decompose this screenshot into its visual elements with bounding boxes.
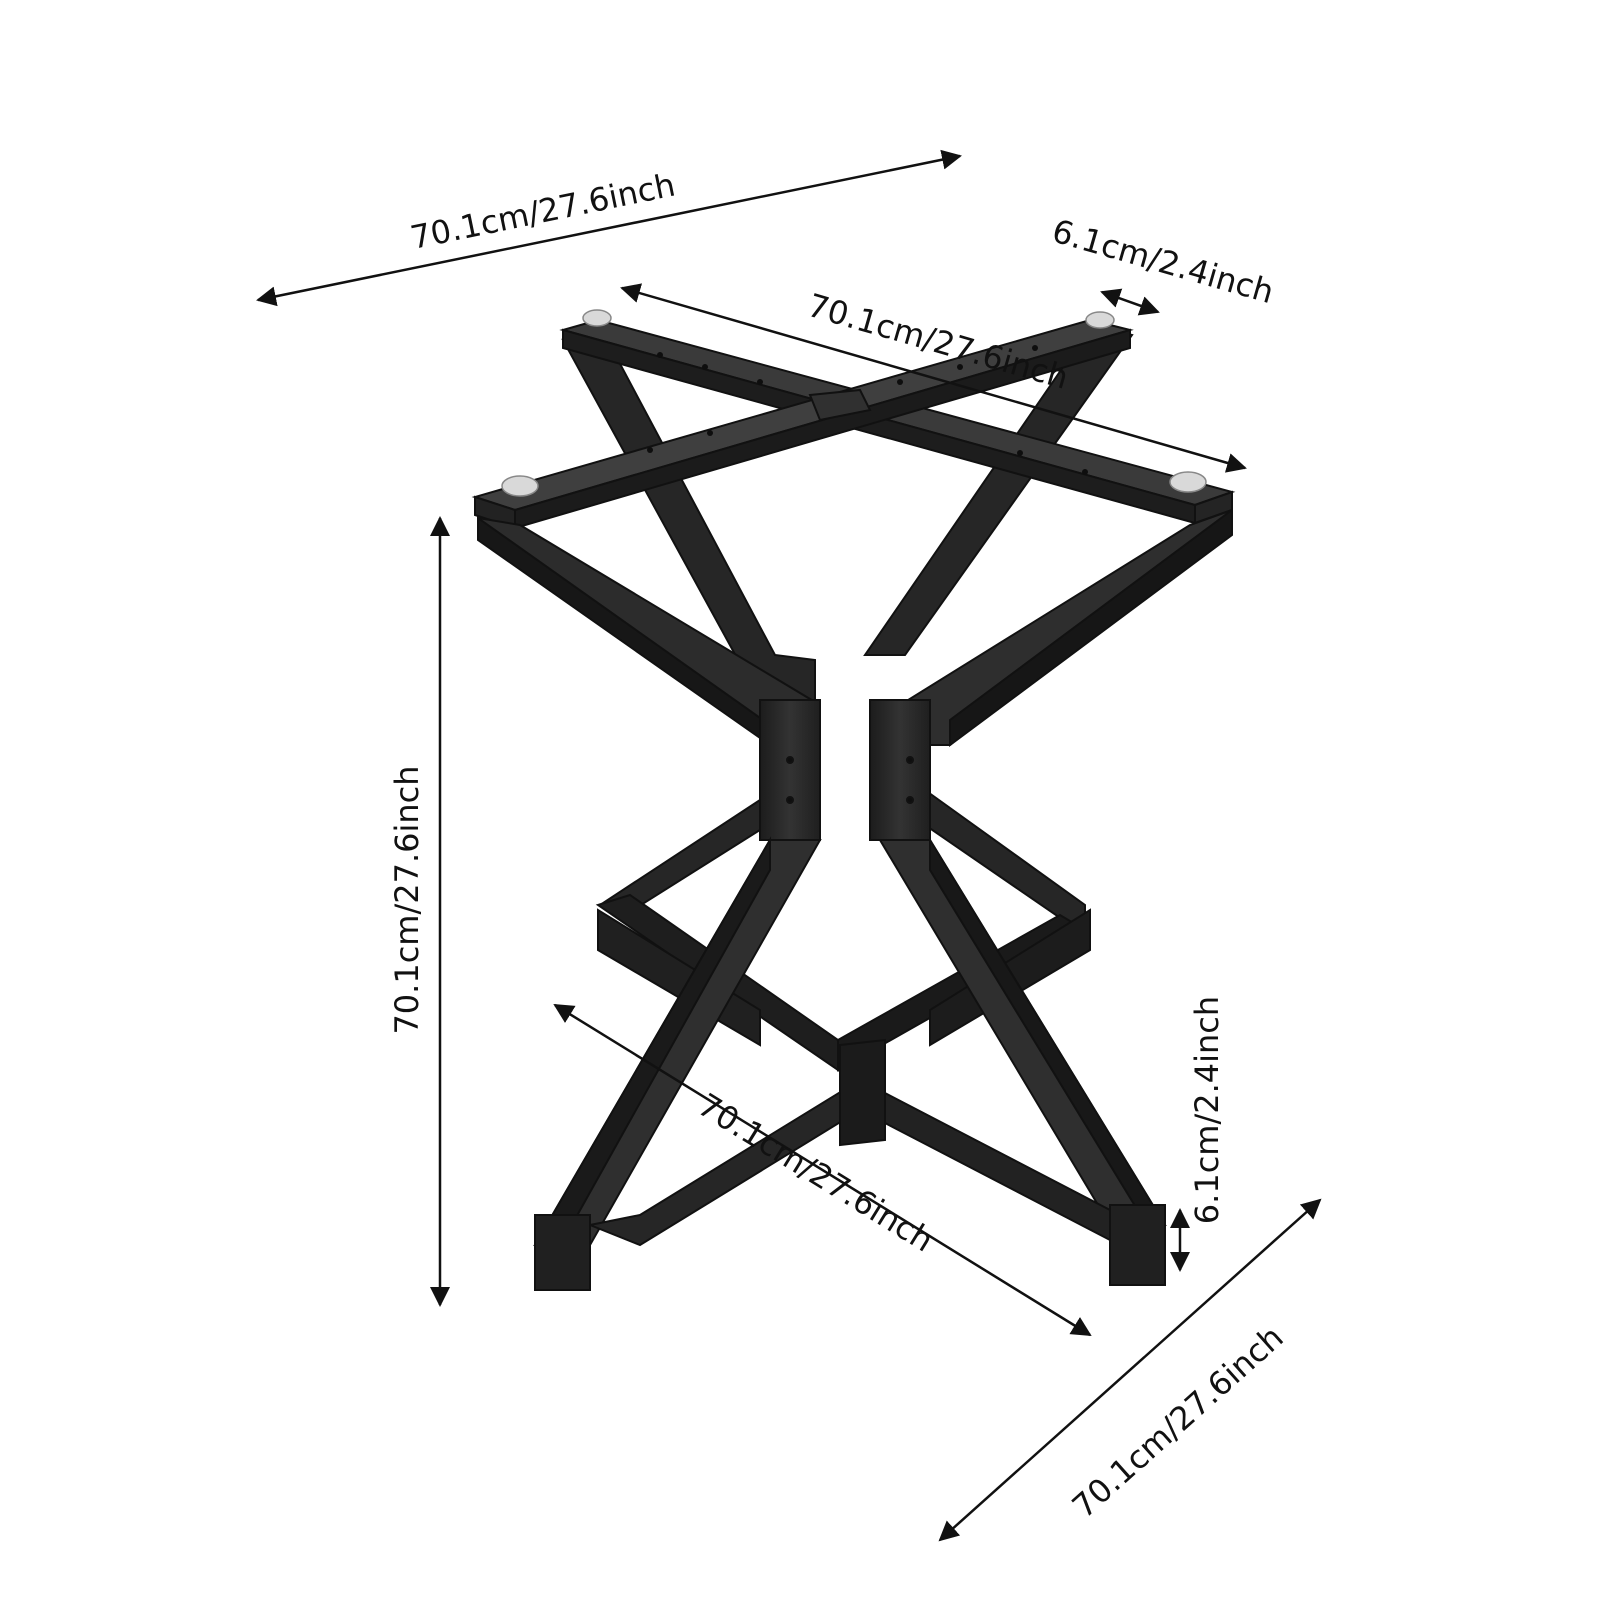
pad-front-left <box>501 475 539 497</box>
label-tube-base-height: 6.1cm/2.4inch <box>1188 996 1226 1224</box>
pad-back-right <box>1085 311 1115 329</box>
label-top-width: 70.1cm/27.6inch <box>407 166 678 257</box>
table-base-frame <box>471 309 1236 1291</box>
arrow-top-depth <box>620 283 1247 473</box>
pad-back-left <box>582 309 612 327</box>
label-base-width: 70.1cm/27.6inch <box>1065 1318 1291 1526</box>
front-upper-legs <box>477 508 1233 747</box>
foot-front-right <box>1109 1204 1166 1286</box>
rear-leg-frame <box>561 323 1134 1072</box>
foot-front-left <box>534 1214 591 1291</box>
label-height: 70.1cm/27.6inch <box>388 765 426 1034</box>
label-tube-top-width: 6.1cm/2.4inch <box>1048 212 1278 311</box>
arrow-top-width <box>256 149 962 307</box>
pad-front-right <box>1169 471 1207 493</box>
dimension-arrows <box>256 149 1322 1542</box>
dimension-labels: 70.1cm/27.6inch 6.1cm/2.4inch 70.1cm/27.… <box>388 166 1291 1526</box>
center-posts <box>759 699 931 841</box>
top-cross-beams <box>471 318 1236 530</box>
arrow-tube-top-width <box>1100 288 1160 316</box>
arrow-base-width <box>938 1198 1322 1542</box>
